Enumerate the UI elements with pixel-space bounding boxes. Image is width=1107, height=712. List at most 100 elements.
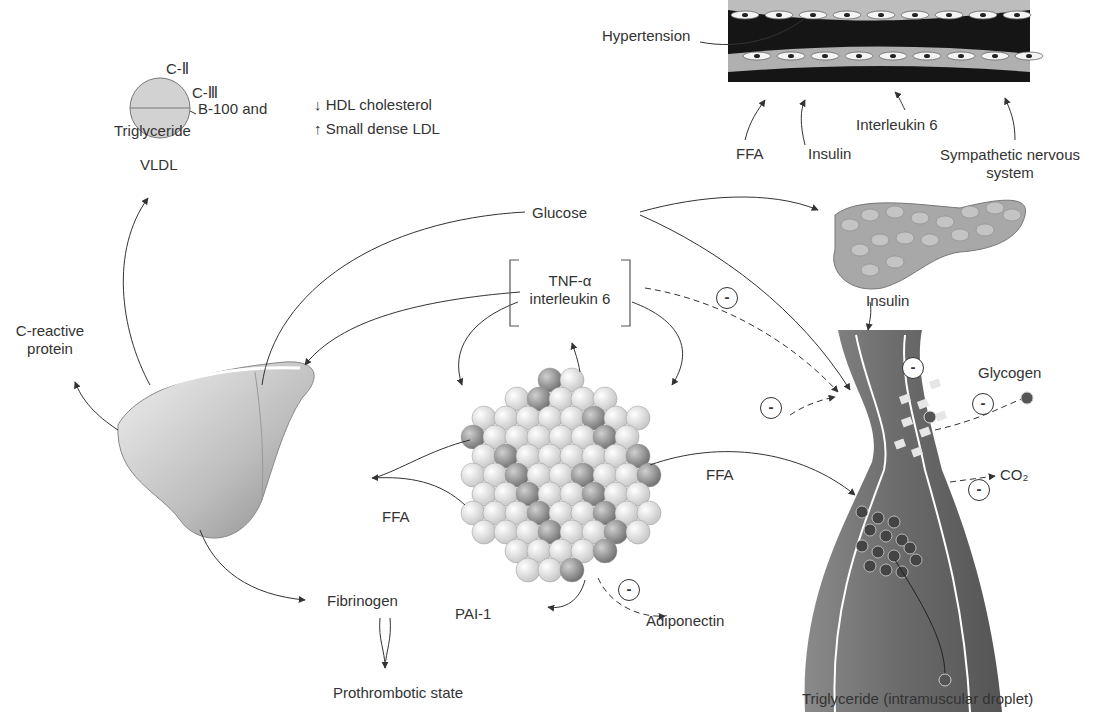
svg-part [640, 215, 850, 390]
text-label: Hypertension [602, 27, 690, 45]
endothelial-cell [935, 11, 963, 19]
minus-sign: - [903, 358, 923, 376]
liver [118, 362, 314, 538]
pancreas-lobule [911, 212, 929, 224]
text-label: C-reactive protein [10, 322, 90, 358]
blood-vessel [728, 0, 1043, 82]
text-label: Prothrombotic state [333, 684, 463, 702]
text-label: FFA [706, 466, 734, 484]
particle-label: VLDL [140, 156, 178, 174]
lipid-droplet [856, 540, 868, 552]
particle-label: C-Ⅱ [166, 60, 189, 78]
lipid-droplet [872, 546, 884, 558]
adipocyte [593, 539, 617, 563]
text-label: CO₂ [1000, 466, 1028, 484]
endothelial-cell [833, 11, 861, 19]
pancreas-lobule [936, 216, 954, 228]
pancreas-lobule [886, 256, 904, 268]
cytokine-label: TNF-α interleukin 6 [520, 272, 620, 308]
svg-part [790, 397, 835, 415]
svg-part [895, 560, 945, 675]
endothelial-cell [981, 52, 1009, 60]
svg-part [650, 452, 855, 495]
particle-label: C-Ⅲ [192, 84, 218, 102]
pancreas-lobule [976, 224, 994, 236]
lipid-droplet [880, 530, 892, 542]
endothelial-cell [969, 11, 997, 19]
text-label: Insulin [866, 292, 909, 310]
pancreas-lobule [841, 219, 859, 231]
svg-part [745, 100, 765, 140]
text-label: Triglyceride (intramuscular droplet) [802, 690, 1033, 708]
minus-sign: - [619, 580, 639, 598]
adipocyte [626, 520, 650, 544]
text-label: PAI-1 [455, 605, 491, 623]
svg-part [834, 335, 885, 712]
svg-part [632, 302, 683, 385]
inhibition-circle: - [760, 397, 782, 419]
adipocyte [560, 558, 584, 582]
leader-line [700, 18, 805, 45]
text-label: Insulin [808, 145, 851, 163]
cell-nucleus [1014, 13, 1020, 17]
svg-part [894, 379, 947, 458]
text-label: Sympathetic nervous system [935, 146, 1085, 182]
svg-part [899, 394, 911, 405]
minus-sign: - [761, 398, 781, 416]
svg-part [894, 439, 906, 450]
endothelial-cell [1015, 52, 1043, 60]
svg-part [834, 200, 1026, 289]
pancreas-texture [841, 202, 1021, 276]
particle-divider [130, 108, 190, 109]
pancreas-lobule [1003, 209, 1021, 221]
minus-sign: - [717, 288, 737, 306]
endothelial-cell [879, 52, 907, 60]
endothelial-cell [731, 11, 759, 19]
svg-part [75, 382, 118, 430]
text-label: Glycogen [978, 364, 1041, 382]
lipid-droplets [856, 506, 922, 578]
glycogen-granule [1021, 392, 1033, 404]
skeletal-muscle [805, 330, 1002, 712]
adipocyte [516, 558, 540, 582]
lipid-droplet [888, 550, 900, 562]
cell-nucleus [946, 13, 952, 17]
cell-nucleus [788, 54, 794, 58]
inhibition-circle: - [902, 357, 924, 379]
adipocyte [538, 558, 562, 582]
particle-label: B-100 and [198, 100, 267, 118]
svg-part [380, 618, 385, 668]
svg-part [895, 92, 905, 110]
svg-part [805, 330, 1002, 712]
cell-nucleus [890, 54, 896, 58]
svg-part [904, 335, 970, 712]
svg-part [262, 212, 525, 385]
svg-part [118, 362, 314, 538]
pancreas-lobule [886, 206, 904, 218]
svg-part [917, 399, 929, 410]
pancreas [834, 200, 1026, 289]
endothelial-cell [765, 11, 793, 19]
pancreas-lobule [951, 229, 969, 241]
minus-sign: - [973, 394, 993, 412]
text-label: FFA [736, 145, 764, 163]
text-label: Adiponectin [646, 612, 724, 630]
cell-nucleus [776, 13, 782, 17]
svg-part [645, 288, 838, 392]
cell-nucleus [742, 13, 748, 17]
cell-nucleus [924, 54, 930, 58]
svg-part [901, 417, 913, 428]
cell-nucleus [810, 13, 816, 17]
lipid-droplet [880, 564, 892, 576]
cell-nucleus [980, 13, 986, 17]
pancreas-lobule [921, 234, 939, 246]
endothelial-cell [867, 11, 895, 19]
svg-part [919, 427, 931, 438]
pancreas-lobule [961, 206, 979, 218]
right-bracket [621, 260, 630, 326]
text-label: ↓ HDL cholesterol [314, 96, 432, 114]
svg-part [305, 292, 520, 365]
droplet-marker [939, 674, 951, 686]
inhibition-circle: - [716, 287, 738, 309]
endothelial-cell [811, 52, 839, 60]
